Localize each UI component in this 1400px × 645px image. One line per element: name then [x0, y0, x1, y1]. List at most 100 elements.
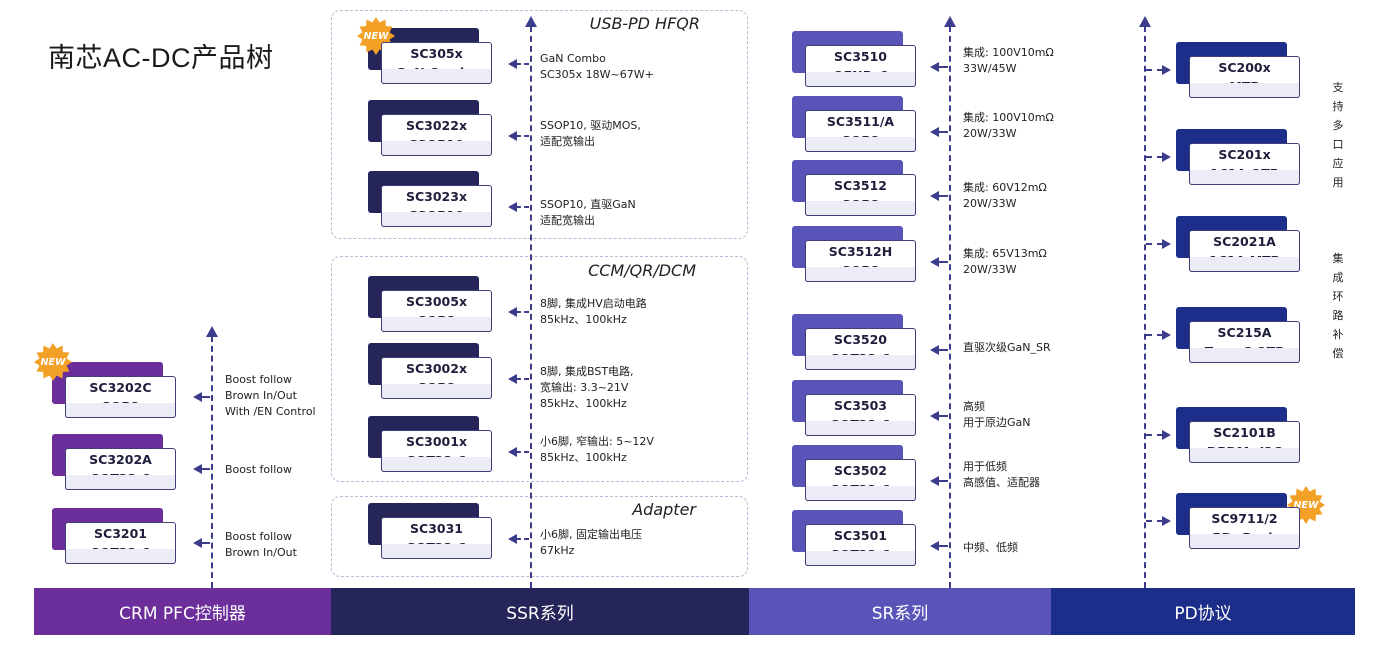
sr-chip-7[interactable]: SC3501SOT23-6	[792, 510, 916, 566]
chip-part-number: SC3520	[834, 332, 887, 347]
pfc-vertical-arrow-arrowhead	[206, 326, 218, 337]
pd-arrow-0-head	[1162, 65, 1171, 75]
chip-part-number: SC3202A	[89, 452, 152, 467]
pd-chip-5[interactable]: SC9711/2PD+Buck	[1176, 493, 1300, 549]
sr-chip-6[interactable]: SC3502SOT23-6	[792, 445, 916, 501]
ssr-arrow-2-head	[508, 202, 517, 212]
group-title-ccm: CCM/QR/DCM	[588, 261, 696, 280]
chip-part-number: SC3502	[834, 463, 887, 478]
ssr-chip-4[interactable]: SC3002xSOP8	[368, 343, 492, 399]
ssr-chip-1-footer	[381, 141, 492, 156]
pd-arrow-3-head	[1162, 330, 1171, 340]
chip-part-number: SC3202C	[89, 380, 152, 395]
pfc-arrow-2-head	[193, 538, 202, 548]
ssr-arrow-1	[516, 135, 529, 137]
sr-desc-1: 集成: 100V10mΩ 20W/33W	[963, 111, 1054, 140]
pfc-arrow-2	[201, 542, 210, 544]
pd-arrow-4-head	[1162, 430, 1171, 440]
sr-arrow-7-head	[930, 541, 939, 551]
pfc-arrow-1	[201, 468, 210, 470]
sr-chip-0[interactable]: SC3510QFN5x6	[792, 31, 916, 87]
sr-desc-7: 中频、低频	[963, 541, 1018, 554]
ssr-arrow-4-head	[508, 374, 517, 384]
sr-desc-5: 高频 用于原边GaN	[963, 400, 1031, 429]
chip-part-number: SC3023x	[405, 189, 468, 204]
chip-part-number: SC200x	[1218, 60, 1271, 75]
ssr-chip-3[interactable]: SC3005xSOP8	[368, 276, 492, 332]
pd-arrow-1	[1146, 156, 1163, 158]
chip-part-number: SC3511/A	[826, 114, 895, 129]
ssr-arrow-0-head	[508, 59, 517, 69]
sr-vertical-arrow	[949, 26, 951, 588]
badge-label: NEW	[1293, 499, 1319, 511]
pd-chip-0[interactable]: SC200xMTP	[1176, 42, 1300, 98]
pfc-chip-1-footer	[65, 475, 176, 490]
group-box-usb-pd	[331, 10, 748, 239]
pd-chip-2-footer	[1189, 257, 1300, 272]
chip-part-number: SC3512H	[828, 244, 893, 259]
pd-chip-4-footer	[1189, 448, 1300, 463]
pd-chip-0-footer	[1189, 83, 1300, 98]
category-bar-ssr: SSR系列	[331, 588, 749, 635]
ssr-arrow-0	[516, 63, 529, 65]
badge-label: NEW	[40, 356, 66, 368]
chip-part-number: SC3005x	[405, 294, 468, 309]
ssr-chip-6-footer	[381, 544, 492, 559]
pfc-arrow-1-head	[193, 464, 202, 474]
pfc-chip-2[interactable]: SC3201SOT23-6	[52, 508, 176, 564]
ssr-desc-1: SSOP10, 驱动MOS, 适配宽输出	[540, 119, 641, 148]
new-badge-pfc: NEW	[34, 343, 72, 381]
ssr-desc-3: 8脚, 集成HV启动电路 85kHz、100kHz	[540, 297, 647, 326]
chip-part-number: SC3031	[410, 521, 463, 536]
badge-label: NEW	[363, 30, 389, 42]
sr-arrow-5-head	[930, 411, 939, 421]
group-title-usb-pd: USB-PD HFQR	[589, 14, 700, 33]
ssr-desc-4: 8脚, 集成BST电路, 宽输出: 3.3~21V 85kHz、100kHz	[540, 365, 634, 410]
sr-chip-2[interactable]: SC3512SOP8	[792, 160, 916, 216]
pfc-chip-1[interactable]: SC3202ASOT23-6	[52, 434, 176, 490]
ssr-desc-2: SSOP10, 直驱GaN 适配宽输出	[540, 198, 636, 227]
sr-arrow-5	[938, 415, 948, 417]
ssr-arrow-3	[516, 311, 529, 313]
pd-arrow-4	[1146, 434, 1163, 436]
chip-part-number: SC305x	[410, 46, 463, 61]
chip-part-number: SC3201	[94, 526, 147, 541]
chip-part-number: SC3002x	[405, 361, 468, 376]
ssr-chip-6[interactable]: SC3031SOT23-6	[368, 503, 492, 559]
badge-starburst-icon	[34, 343, 72, 381]
sr-chip-3[interactable]: SC3512HSOP8	[792, 226, 916, 282]
pd-chip-1-footer	[1189, 170, 1300, 185]
ssr-arrow-5-head	[508, 447, 517, 457]
ssr-desc-5: 小6脚, 窄输出: 5~12V 85kHz、100kHz	[540, 435, 654, 464]
ssr-arrow-4	[516, 378, 529, 380]
sr-chip-5[interactable]: SC3503SOT23-6	[792, 380, 916, 436]
ssr-desc-6: 小6脚, 固定输出电压 67kHz	[540, 528, 642, 557]
pfc-desc-2: Boost follow Brown In/Out	[225, 530, 297, 559]
chip-part-number: SC201x	[1218, 147, 1271, 162]
group-title-adapter: Adapter	[632, 500, 696, 519]
pd-chip-1[interactable]: SC201x1C1A OTP	[1176, 129, 1300, 185]
chip-part-number: SC215A	[1217, 325, 1272, 340]
sr-chip-1[interactable]: SC3511/ASOP8	[792, 96, 916, 152]
ssr-chip-5-footer	[381, 457, 492, 472]
pd-chip-4[interactable]: SC2101BDPDM+I2C	[1176, 407, 1300, 463]
ssr-vertical-arrow	[530, 26, 532, 588]
ssr-vertical-arrow-arrowhead	[525, 16, 537, 27]
ssr-arrow-5	[516, 451, 529, 453]
sr-arrow-1-head	[930, 127, 939, 137]
ssr-chip-0-footer	[381, 69, 492, 84]
pd-arrow-5	[1146, 520, 1163, 522]
sr-arrow-2-head	[930, 191, 939, 201]
ssr-chip-5[interactable]: SC3001xSOT23-6	[368, 416, 492, 472]
sr-arrow-0	[938, 66, 948, 68]
pfc-vertical-arrow	[211, 336, 213, 588]
pfc-chip-0[interactable]: SC3202CSOP8	[52, 362, 176, 418]
pd-chip-3[interactable]: SC215AType-C OTP	[1176, 307, 1300, 363]
group-box-ccm	[331, 256, 748, 482]
sr-chip-4[interactable]: SC3520SOT23-6	[792, 314, 916, 370]
pd-chip-2[interactable]: SC2021A1C1A MTP	[1176, 216, 1300, 272]
pfc-desc-0: Boost follow Brown In/Out With /EN Contr…	[225, 373, 316, 418]
sr-chip-4-footer	[805, 355, 916, 370]
